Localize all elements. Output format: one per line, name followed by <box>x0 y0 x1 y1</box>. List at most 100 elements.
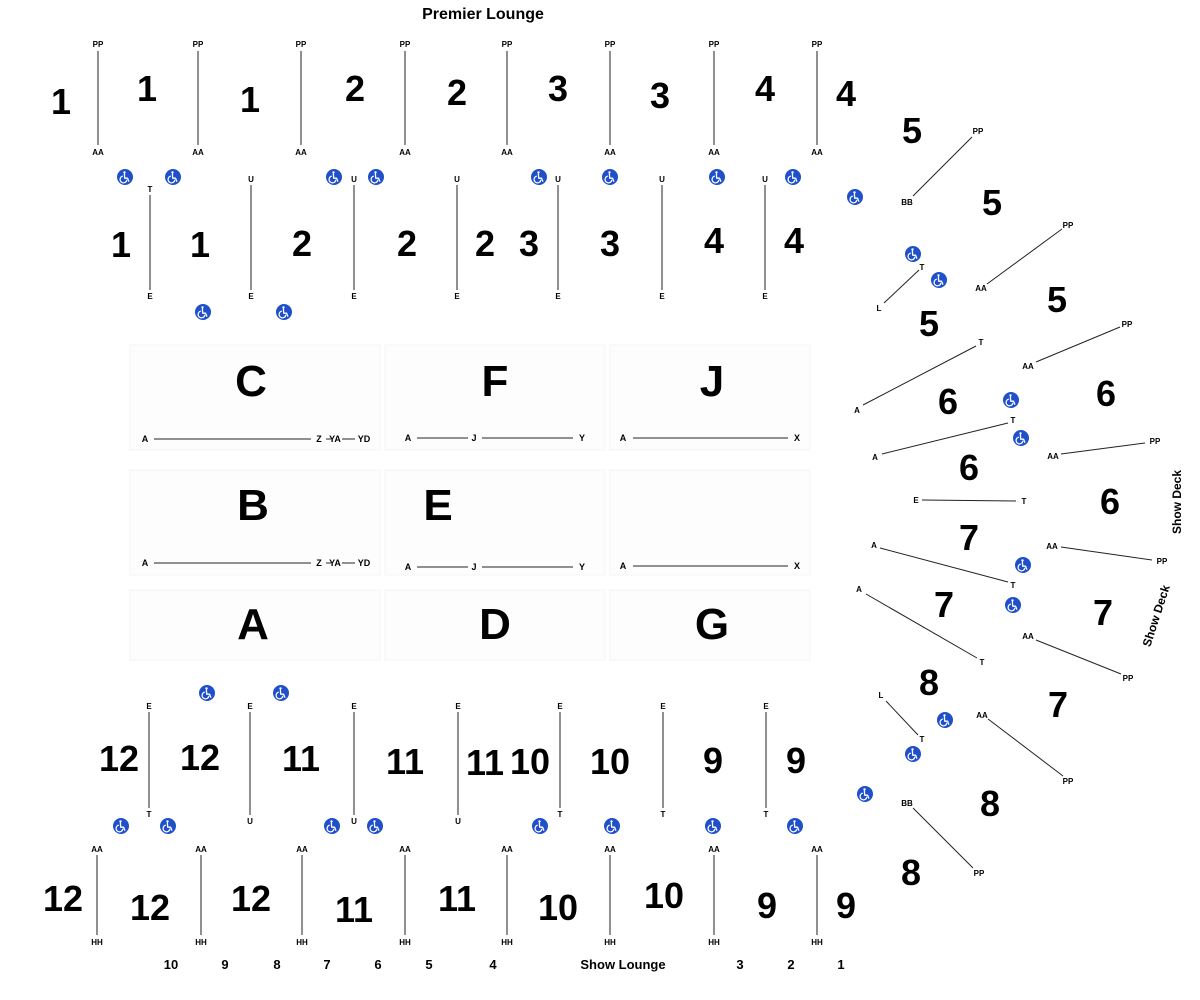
wheelchair-icon <box>323 817 341 835</box>
row-label-u: U <box>351 175 357 184</box>
section-label: 1 <box>111 224 131 265</box>
row-label-aa: AA <box>399 845 411 854</box>
row-label-aa: AA <box>604 845 616 854</box>
row-label-aa: AA <box>501 148 513 157</box>
row-label-y: Y <box>579 562 585 572</box>
row-label-pp: PP <box>296 40 307 49</box>
section-label: 3 <box>650 75 670 116</box>
section-label: 7 <box>934 584 954 625</box>
row-label-e: E <box>351 292 357 301</box>
section-label: 5 <box>1047 279 1067 320</box>
row-label-e: E <box>762 292 768 301</box>
row-label-e: E <box>248 292 254 301</box>
section-label: 9 <box>757 885 777 926</box>
lower-outer-tier: AA AA AA AA AA AA AA AA HH HH HH HH HH H… <box>43 845 856 947</box>
row-label-bb: BB <box>901 198 913 207</box>
row-label-aa: AA <box>195 845 207 854</box>
row-label-aa: AA <box>1022 362 1034 371</box>
row-label-pp: PP <box>1157 557 1168 566</box>
section-label: 3 <box>519 223 539 264</box>
row-label-u: U <box>454 175 460 184</box>
row-label-pp: PP <box>605 40 616 49</box>
section-label: 9 <box>703 740 723 781</box>
section-label: 9 <box>786 740 806 781</box>
section-label: 11 <box>335 889 373 930</box>
row-label-t: T <box>661 810 666 819</box>
wheelchair-icon <box>325 168 343 186</box>
row-label-hh: HH <box>501 938 513 947</box>
row-label-aa: AA <box>1046 542 1058 551</box>
row-label-x: X <box>794 433 800 443</box>
aisle-number: 6 <box>374 957 381 972</box>
row-label-aa: AA <box>399 148 411 157</box>
floor-pane-b <box>129 469 381 576</box>
section-label: 2 <box>292 223 312 264</box>
row-label-hh: HH <box>399 938 411 947</box>
row-label-pp: PP <box>709 40 720 49</box>
row-label-t: T <box>979 338 984 347</box>
wheelchair-icon <box>112 817 130 835</box>
floor-pane-g <box>609 589 811 661</box>
page-title: Premier Lounge <box>422 6 544 23</box>
row-label-u: U <box>248 175 254 184</box>
section-label: 1 <box>190 224 210 265</box>
row-label-aa: AA <box>192 148 204 157</box>
row-label-t: T <box>920 263 925 272</box>
row-label-pp: PP <box>400 40 411 49</box>
row-label-u: U <box>659 175 665 184</box>
section-label: 11 <box>438 878 476 919</box>
row-label-aa: AA <box>708 148 720 157</box>
row-label-pp: PP <box>1122 320 1133 329</box>
floor-pane-a <box>129 589 381 661</box>
wheelchair-icon <box>116 168 134 186</box>
wheelchair-icon <box>159 817 177 835</box>
row-label-e: E <box>146 702 152 711</box>
wheelchair-icon <box>1002 391 1020 409</box>
row-label-t: T <box>1022 497 1027 506</box>
row-label-e: E <box>455 702 461 711</box>
row-label-aa: AA <box>296 845 308 854</box>
row-label-pp: PP <box>93 40 104 49</box>
section-label: 9 <box>836 885 856 926</box>
row-label-y: Y <box>579 433 585 443</box>
section-label: 8 <box>901 852 921 893</box>
section-label: 1 <box>137 68 157 109</box>
row-label-ya: YA <box>329 434 341 444</box>
wheelchair-icon <box>856 785 874 803</box>
section-label: 2 <box>345 68 365 109</box>
section-label: 11 <box>466 742 504 783</box>
row-label-e: E <box>557 702 563 711</box>
section-label: 10 <box>590 741 630 782</box>
row-label-t: T <box>558 810 563 819</box>
wheelchair-icon <box>601 168 619 186</box>
row-label-z: Z <box>316 558 322 568</box>
row-label-a: A <box>405 433 412 443</box>
aisle-number: 10 <box>164 957 178 972</box>
wheelchair-icon <box>164 168 182 186</box>
row-label-a: A <box>405 562 412 572</box>
row-label-aa: AA <box>1022 632 1034 641</box>
section-label: 1 <box>51 81 71 122</box>
row-label-e: E <box>660 702 666 711</box>
wheelchair-icon <box>1014 556 1032 574</box>
floor-pane-j <box>609 344 811 451</box>
section-label: 5 <box>982 182 1002 223</box>
row-label-e: E <box>147 292 153 301</box>
section-label: 8 <box>919 662 939 703</box>
section-label: 6 <box>938 381 958 422</box>
row-label-aa: AA <box>708 845 720 854</box>
show-deck-label: Show Deck <box>1170 470 1184 534</box>
wheelchair-icon <box>366 817 384 835</box>
row-label-a: A <box>620 561 627 571</box>
row-label-aa: AA <box>976 711 988 720</box>
row-label-a: A <box>854 406 860 415</box>
section-label: 4 <box>755 68 775 109</box>
row-label-l: L <box>877 304 882 313</box>
row-label-pp: PP <box>502 40 513 49</box>
wheelchair-icon <box>1004 596 1022 614</box>
row-label-pp: PP <box>1063 221 1074 230</box>
section-label: C <box>235 357 267 406</box>
wheelchair-icon <box>530 168 548 186</box>
aisle-number: 8 <box>273 957 280 972</box>
show-lounge-label: Show Lounge <box>580 957 665 972</box>
